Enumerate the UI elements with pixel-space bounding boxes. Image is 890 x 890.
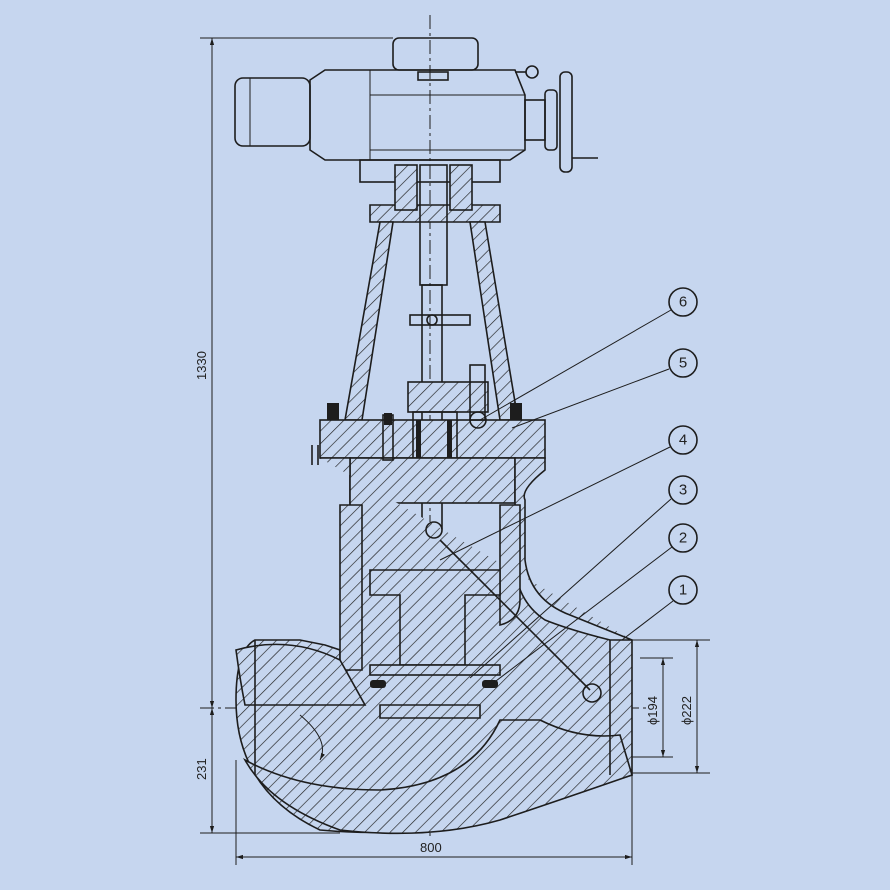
flange-nut-left xyxy=(327,403,339,420)
callout-1: 1 xyxy=(679,582,687,599)
yoke-left-leg xyxy=(344,221,394,421)
bolt-nut xyxy=(384,413,392,425)
callout-circle-1 xyxy=(668,575,698,605)
part-4-pin xyxy=(425,521,443,539)
callout-circle-6 xyxy=(668,287,698,317)
packing-right xyxy=(447,420,452,460)
callout-circle-2 xyxy=(668,523,698,553)
flange-nut-right xyxy=(510,403,522,420)
valve-body xyxy=(235,457,633,835)
gland-flange xyxy=(407,381,489,413)
bonnet-flange xyxy=(319,419,546,459)
stem-upper xyxy=(419,164,448,286)
dim-label-1330: 1330 xyxy=(194,351,209,380)
dimension-face-to-face: 800 xyxy=(235,760,633,865)
actuator-top-cover xyxy=(392,37,479,71)
handwheel-hub xyxy=(544,89,558,151)
dimension-diameters: ϕ194 ϕ222 xyxy=(622,639,710,774)
dim-label-194: ϕ194 xyxy=(645,696,660,725)
flow-arrow xyxy=(299,714,326,761)
leader-5 xyxy=(511,368,670,429)
pressure-balance-tube xyxy=(439,539,591,691)
leader-3 xyxy=(469,498,672,679)
callout-circle-4 xyxy=(668,425,698,455)
callout-circle-5 xyxy=(668,348,698,378)
body-right-wall xyxy=(499,504,521,627)
callouts: 6 5 4 3 2 1 xyxy=(439,287,698,685)
guide-pin xyxy=(426,314,438,326)
gland-bolt xyxy=(469,364,486,421)
seat-ring xyxy=(379,704,481,719)
yoke-top-flange xyxy=(369,204,501,223)
dim-label-800: 800 xyxy=(420,840,442,855)
lever-knob xyxy=(525,65,539,79)
leader-1 xyxy=(621,600,674,641)
callout-circle-3 xyxy=(668,475,698,505)
callout-3: 3 xyxy=(679,482,687,499)
electric-actuator xyxy=(234,37,598,183)
part-6-gland-eye xyxy=(469,411,487,429)
tube-end xyxy=(582,683,602,703)
dimension-overall-height: 1330 231 xyxy=(194,37,393,834)
handwheel xyxy=(559,71,573,173)
handwheel-shaft xyxy=(524,99,546,141)
dim-label-222: ϕ222 xyxy=(679,696,694,725)
leader-2 xyxy=(491,546,673,685)
stem-nut-right xyxy=(449,164,473,211)
actuator-base xyxy=(359,159,501,183)
leader-4 xyxy=(439,446,671,561)
dim-label-231: 231 xyxy=(194,758,209,780)
part-3-disc xyxy=(369,664,501,676)
stem-nut-left xyxy=(394,164,418,211)
stem-guide xyxy=(409,314,471,326)
part-2-seal-left xyxy=(370,680,386,688)
callout-2: 2 xyxy=(679,530,687,547)
gearbox-housing xyxy=(309,69,526,161)
leader-6 xyxy=(479,309,672,421)
packing-left xyxy=(416,420,421,460)
motor xyxy=(234,77,311,147)
indicator-slot xyxy=(417,71,449,81)
callout-5: 5 xyxy=(679,355,687,372)
inlet-wall xyxy=(235,643,367,706)
bonnet xyxy=(311,364,546,504)
callout-6: 6 xyxy=(679,294,687,311)
body-left-wall xyxy=(339,504,363,671)
callout-4: 4 xyxy=(679,432,687,449)
